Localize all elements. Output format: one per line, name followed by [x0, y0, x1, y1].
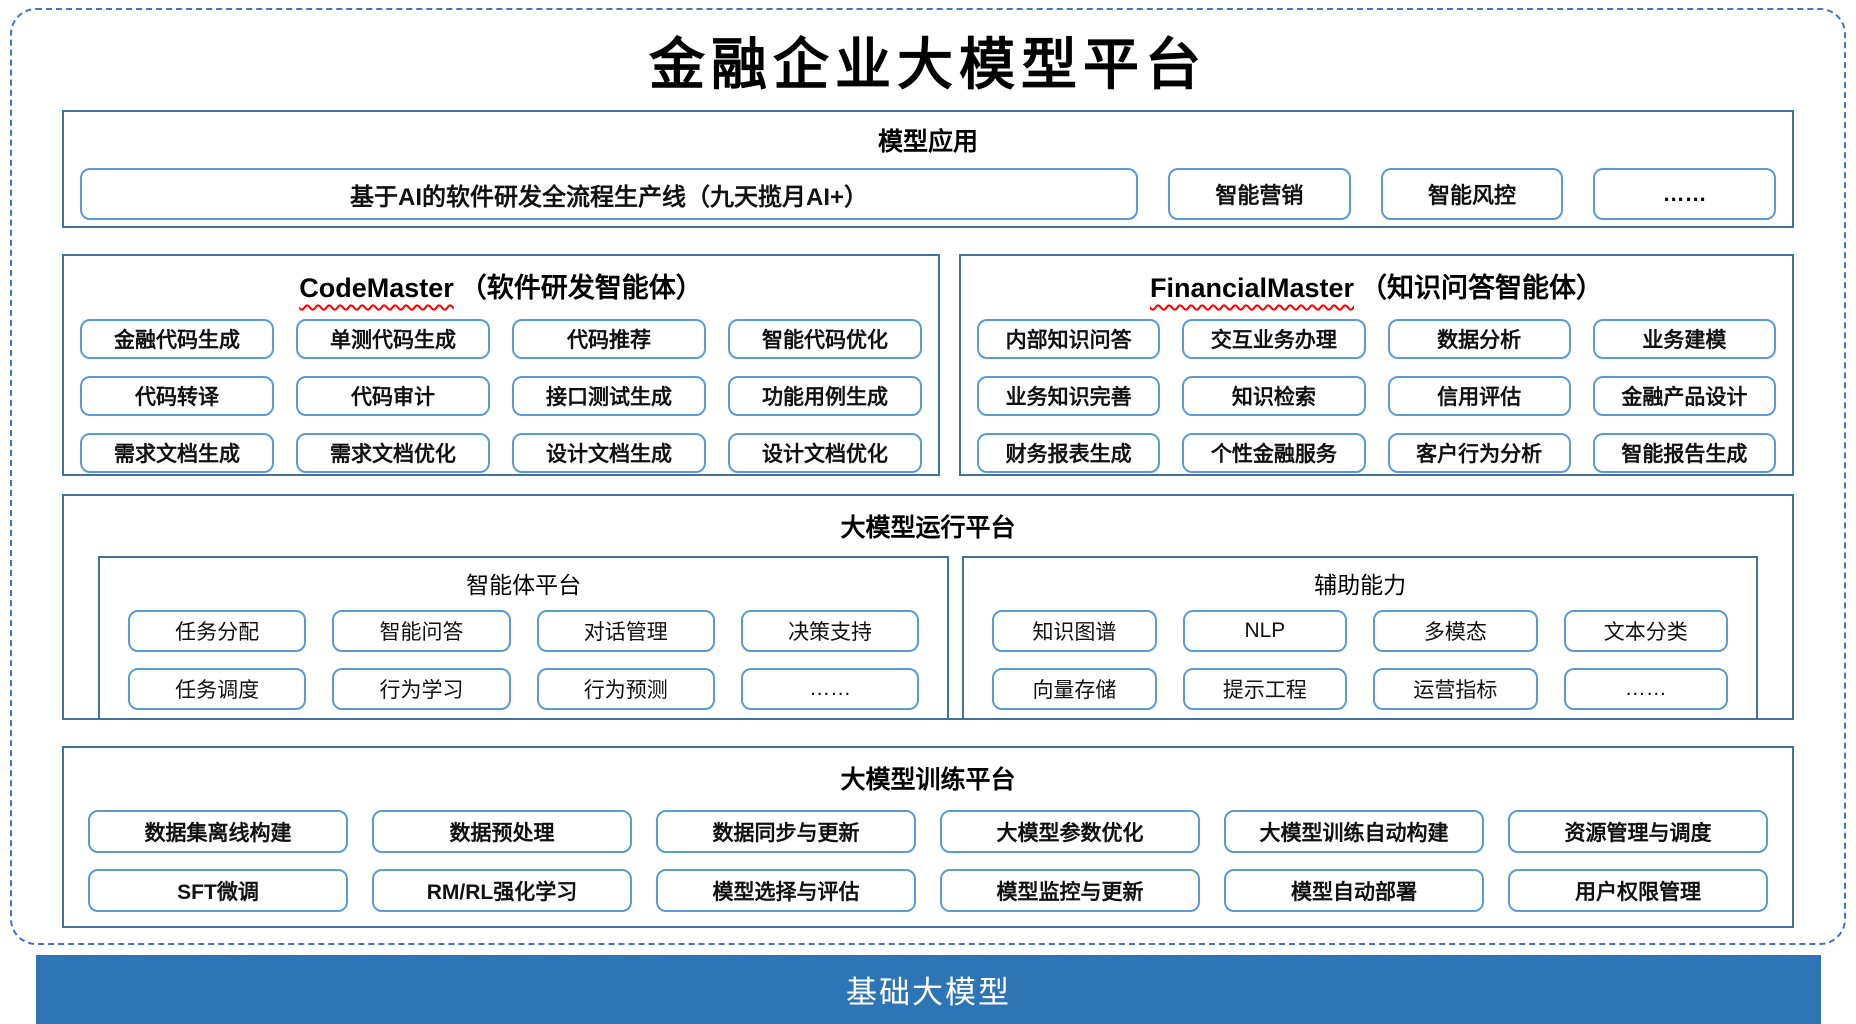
auxiliary-node: NLP: [1182, 610, 1348, 652]
training-node: 数据预处理: [372, 810, 632, 853]
training-platform-nodes: 数据集离线构建数据预处理数据同步与更新大模型参数优化大模型训练自动构建资源管理与…: [64, 796, 1792, 912]
subsection-auxiliary-capability: 辅助能力 知识图谱 NLP 多模态文本分类向量存储提示工程运营指标 ……: [962, 556, 1758, 720]
financialmaster-subtitle: （知识问答智能体）: [1360, 273, 1604, 303]
financialmaster-node: 知识检索: [1182, 376, 1366, 416]
auxiliary-node: 向量存储: [992, 668, 1157, 710]
financialmaster-node: 业务建模: [1592, 319, 1776, 359]
training-node: 用户权限管理: [1508, 869, 1768, 912]
agent-platform-node: 智能问答: [332, 610, 511, 652]
auxiliary-node: 提示工程: [1182, 668, 1348, 710]
subsection-agent-platform: 智能体平台 任务分配智能问答对话管理决策支持任务调度行为学习行为预测 ……: [98, 556, 950, 720]
model-application-nodes: 基于AI的软件研发全流程生产线（九天揽月AI+） 智能营销智能风控 ……: [64, 158, 1792, 220]
agent-platform-node: 行为学习: [332, 668, 511, 710]
agent-platform-node: 对话管理: [536, 610, 715, 652]
section-runtime-platform: 大模型运行平台 智能体平台 任务分配智能问答对话管理决策支持任务调度行为学习行为…: [62, 494, 1794, 720]
codemaster-name: CodeMaster: [299, 273, 454, 303]
training-node: 数据同步与更新: [656, 810, 916, 853]
financialmaster-name: FinancialMaster: [1149, 273, 1355, 303]
training-node: 模型监控与更新: [940, 869, 1200, 912]
training-node: 大模型训练自动构建: [1224, 810, 1484, 853]
financialmaster-node: 智能报告生成: [1592, 433, 1776, 473]
codemaster-nodes: 金融代码生成单测代码生成代码推荐智能代码优化代码转译代码审计接口测试生成功能用例…: [64, 305, 938, 473]
codemaster-node: 代码转译: [80, 376, 274, 416]
training-node: SFT微调: [88, 869, 348, 912]
financialmaster-node: 内部知识问答: [977, 319, 1161, 359]
agent-platform-node: ……: [740, 668, 920, 710]
training-node: 大模型参数优化: [940, 810, 1200, 853]
codemaster-subtitle: （软件研发智能体）: [459, 273, 703, 303]
codemaster-node: 代码审计: [296, 376, 490, 416]
model-application-title: 模型应用: [877, 128, 978, 156]
runtime-platform-title: 大模型运行平台: [840, 514, 1016, 542]
financialmaster-node: 客户行为分析: [1387, 433, 1571, 473]
auxiliary-node: 文本分类: [1563, 610, 1728, 652]
model-app-node: 智能风控: [1380, 168, 1564, 220]
auxiliary-node: ……: [1563, 668, 1728, 710]
training-node: 数据集离线构建: [88, 810, 348, 853]
auxiliary-capability-nodes: 知识图谱 NLP 多模态文本分类向量存储提示工程运营指标 ……: [964, 600, 1756, 710]
model-app-node: 基于AI的软件研发全流程生产线（九天揽月AI+）: [80, 168, 1138, 220]
codemaster-node: 接口测试生成: [512, 376, 706, 416]
auxiliary-node: 知识图谱: [992, 610, 1157, 652]
auxiliary-node: 多模态: [1373, 610, 1538, 652]
financialmaster-node: 交互业务办理: [1182, 319, 1366, 359]
training-node: 模型选择与评估: [656, 869, 916, 912]
agent-platform-title: 智能体平台: [466, 572, 582, 598]
agent-platform-node: 决策支持: [740, 610, 920, 652]
codemaster-node: 代码推荐: [512, 319, 706, 359]
training-node: 模型自动部署: [1224, 869, 1484, 912]
codemaster-title: CodeMaster（软件研发智能体）: [64, 266, 938, 305]
auxiliary-capability-title: 辅助能力: [1314, 572, 1407, 598]
model-app-node: ……: [1593, 168, 1777, 220]
agent-platform-nodes: 任务分配智能问答对话管理决策支持任务调度行为学习行为预测 ……: [100, 600, 947, 710]
section-training-platform: 大模型训练平台 数据集离线构建数据预处理数据同步与更新大模型参数优化大模型训练自…: [62, 746, 1794, 928]
agent-platform-node: 行为预测: [536, 668, 715, 710]
section-model-application: 模型应用 基于AI的软件研发全流程生产线（九天揽月AI+） 智能营销智能风控 ……: [62, 110, 1794, 228]
codemaster-node: 功能用例生成: [728, 376, 922, 416]
training-platform-title: 大模型训练平台: [840, 766, 1016, 794]
training-node: 资源管理与调度: [1508, 810, 1768, 853]
platform-container: 金融企业大模型平台 模型应用 基于AI的软件研发全流程生产线（九天揽月AI+） 智…: [10, 8, 1846, 945]
training-node: RM/RL强化学习: [372, 869, 632, 912]
page-title: 金融企业大模型平台: [649, 31, 1207, 98]
financialmaster-node: 数据分析: [1387, 319, 1571, 359]
financialmaster-node: 信用评估: [1387, 376, 1571, 416]
codemaster-node: 需求文档优化: [296, 433, 490, 473]
runtime-row: 智能体平台 任务分配智能问答对话管理决策支持任务调度行为学习行为预测 …… 辅助能…: [64, 544, 1792, 720]
financialmaster-nodes: 内部知识问答交互业务办理数据分析业务建模业务知识完善知识检索信用评估金融产品设计…: [961, 305, 1792, 473]
foundation-model-label: 基础大模型: [846, 975, 1011, 1010]
financialmaster-title: FinancialMaster（知识问答智能体）: [961, 266, 1792, 305]
agents-row: CodeMaster（软件研发智能体） 金融代码生成单测代码生成代码推荐智能代码…: [62, 254, 1794, 476]
financialmaster-node: 财务报表生成: [977, 433, 1161, 473]
codemaster-node: 金融代码生成: [80, 319, 274, 359]
codemaster-node: 设计文档优化: [728, 433, 922, 473]
section-financialmaster: FinancialMaster（知识问答智能体） 内部知识问答交互业务办理数据分…: [959, 254, 1794, 476]
auxiliary-node: 运营指标: [1373, 668, 1538, 710]
foundation-model-bar: 基础大模型: [36, 955, 1821, 1024]
model-app-node: 智能营销: [1168, 168, 1351, 220]
codemaster-node: 设计文档生成: [512, 433, 706, 473]
codemaster-node: 智能代码优化: [728, 319, 922, 359]
agent-platform-node: 任务分配: [128, 610, 307, 652]
section-codemaster: CodeMaster（软件研发智能体） 金融代码生成单测代码生成代码推荐智能代码…: [62, 254, 940, 476]
financialmaster-node: 金融产品设计: [1592, 376, 1776, 416]
agent-platform-node: 任务调度: [128, 668, 307, 710]
financialmaster-node: 个性金融服务: [1182, 433, 1366, 473]
codemaster-node: 单测代码生成: [296, 319, 490, 359]
financialmaster-node: 业务知识完善: [977, 376, 1161, 416]
codemaster-node: 需求文档生成: [80, 433, 274, 473]
